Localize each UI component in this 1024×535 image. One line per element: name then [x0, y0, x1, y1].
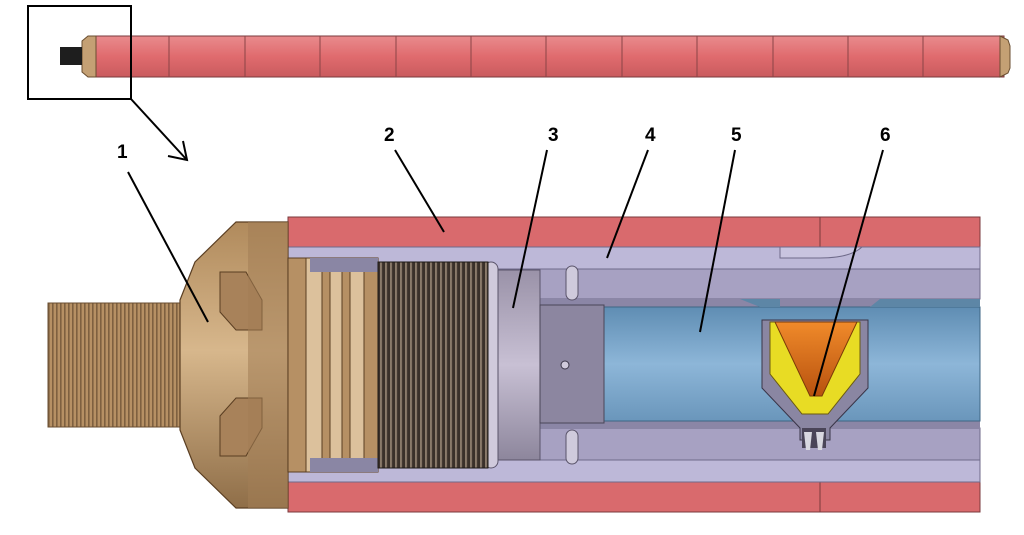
collar-rings: [305, 257, 365, 473]
chamber-step-left: [740, 299, 780, 307]
leader-2: [394, 149, 445, 233]
leader-lines: [127, 149, 884, 397]
overview-left-cap: [81, 35, 97, 78]
overview-left-pin: [60, 47, 82, 65]
scallop: [779, 246, 864, 259]
external-thread: [47, 302, 189, 428]
callout-4: 4: [645, 125, 656, 146]
overview-tube: [91, 35, 1005, 78]
charge-liner-cone: [774, 321, 858, 397]
leader-1: [127, 171, 209, 323]
liner-inner-bottom: [519, 427, 981, 461]
callout-5: 5: [731, 125, 742, 146]
retainer-pin-top: [565, 265, 579, 301]
detonator-body: [539, 304, 605, 424]
internal-thread: [377, 261, 489, 469]
callout-1: 1: [117, 142, 128, 163]
leader-3: [512, 149, 548, 309]
overview-segment-lines: [168, 36, 924, 77]
casing-top: [287, 216, 981, 248]
casing-bottom: [287, 481, 981, 513]
detonator-port: [560, 360, 570, 370]
leader-6: [813, 149, 884, 397]
callout-6: 6: [880, 125, 891, 146]
section-view: [47, 216, 981, 513]
sleeve: [495, 269, 541, 461]
leader-5: [699, 149, 736, 333]
gun-string-overview: [60, 35, 1011, 78]
detail-frame: [27, 5, 132, 100]
detail-arrow: [130, 98, 189, 162]
retainer-pin-bottom: [565, 429, 579, 465]
liner-inner-top: [519, 268, 981, 300]
callout-3: 3: [548, 125, 559, 146]
callout-2: 2: [384, 125, 395, 146]
leader-4: [606, 149, 649, 259]
overview-right-cap: [999, 35, 1011, 78]
callouts: 1 2 3 4 5 6: [117, 125, 891, 163]
